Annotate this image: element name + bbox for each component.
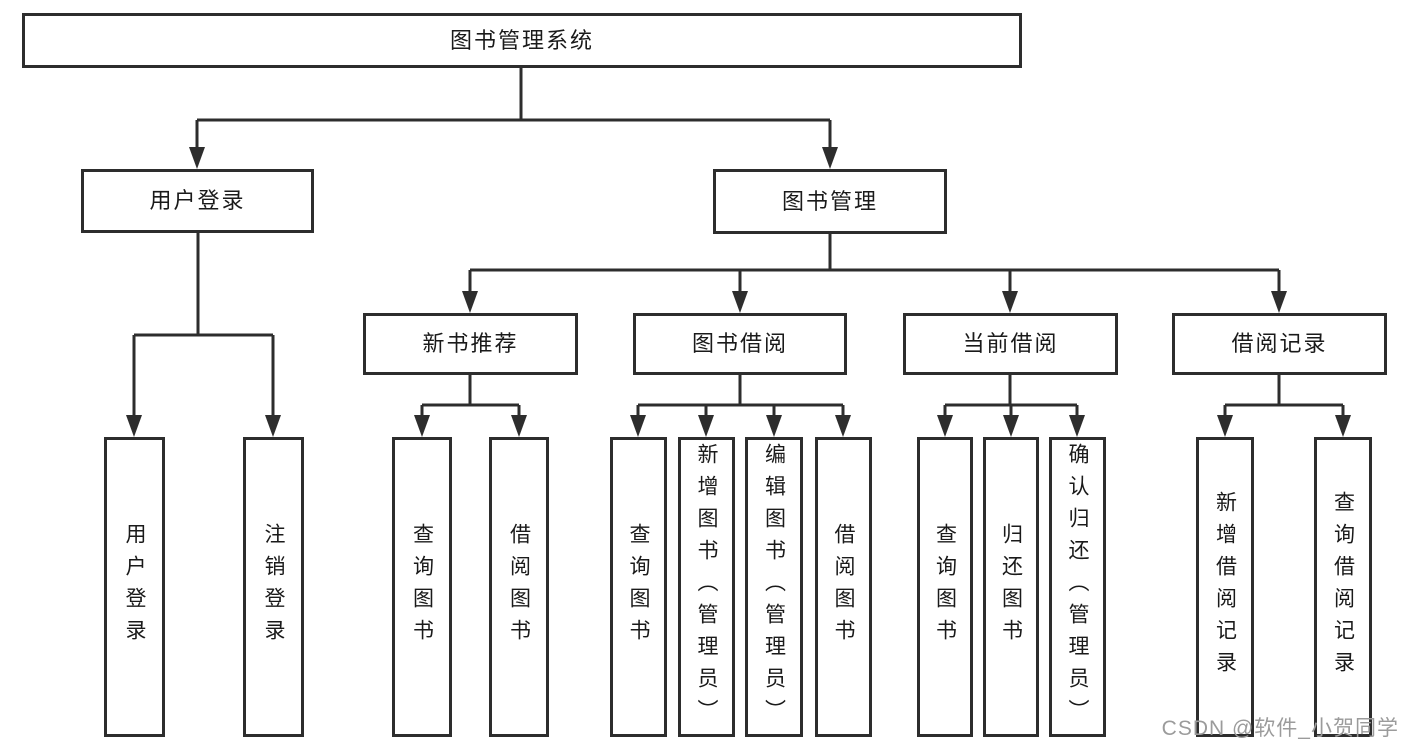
connector-new-book-to-leaves (414, 375, 527, 437)
node-new-book-recommendation-label: 新书推荐 (422, 331, 519, 356)
leaf-return-books: 归还图书 (983, 437, 1039, 737)
leaf-borrow-books-2: 借阅图书 (815, 437, 872, 737)
leaf-confirm-return-admin-label: 确认归还（管理员） (1066, 443, 1089, 731)
leaf-borrow-books-1: 借阅图书 (489, 437, 549, 737)
node-book-management-branch: 图书管理 (713, 169, 947, 234)
leaf-query-borrow-record-label: 查询借阅记录 (1331, 491, 1355, 683)
node-user-login-branch-label: 用户登录 (149, 188, 246, 213)
leaf-query-books-1: 查询图书 (392, 437, 452, 737)
leaf-edit-book-admin-label: 编辑图书（管理员） (762, 443, 786, 731)
connector-user-login-to-leaves (126, 233, 281, 437)
leaf-borrow-books-1-label: 借阅图书 (507, 523, 531, 651)
leaf-add-book-admin-label: 新增图书（管理员） (695, 443, 718, 731)
leaf-query-borrow-record: 查询借阅记录 (1314, 437, 1372, 737)
node-library-system-label: 图书管理系统 (449, 27, 594, 53)
leaf-confirm-return-admin: 确认归还（管理员） (1049, 437, 1106, 737)
leaf-query-books-2: 查询图书 (610, 437, 667, 737)
leaf-borrow-books-2-label: 借阅图书 (832, 523, 855, 651)
node-new-book-recommendation: 新书推荐 (363, 313, 578, 375)
node-book-management-branch-label: 图书管理 (781, 188, 878, 214)
node-borrowing-records-label: 借阅记录 (1231, 331, 1328, 356)
leaf-user-login: 用户登录 (104, 437, 165, 737)
node-book-borrowing-label: 图书借阅 (691, 331, 788, 356)
leaf-logout: 注销登录 (243, 437, 304, 737)
leaf-add-borrow-record: 新增借阅记录 (1196, 437, 1254, 737)
leaf-edit-book-admin: 编辑图书（管理员） (745, 437, 803, 737)
watermark: CSDN @软件_小贺同学 (1161, 717, 1399, 740)
leaf-query-books-3-label: 查询图书 (933, 523, 957, 651)
node-user-login-branch: 用户登录 (81, 169, 314, 233)
connector-current-borrowing-to-leaves (937, 375, 1085, 437)
leaf-query-books-2-label: 查询图书 (627, 523, 650, 651)
leaf-user-login-label: 用户登录 (123, 523, 146, 651)
connector-book-borrowing-to-leaves (630, 375, 851, 437)
node-current-borrowing: 当前借阅 (903, 313, 1118, 375)
node-current-borrowing-label: 当前借阅 (962, 331, 1059, 356)
node-book-borrowing: 图书借阅 (633, 313, 847, 375)
leaf-add-borrow-record-label: 新增借阅记录 (1213, 491, 1237, 683)
leaf-logout-label: 注销登录 (262, 523, 285, 651)
leaf-add-book-admin: 新增图书（管理员） (678, 437, 735, 737)
connector-book-mgmt-to-level3 (462, 234, 1287, 313)
node-library-system: 图书管理系统 (22, 13, 1022, 68)
connector-borrow-records-to-leaves (1217, 375, 1351, 437)
leaf-return-books-label: 归还图书 (999, 523, 1023, 651)
leaf-query-books-3: 查询图书 (917, 437, 973, 737)
leaf-query-books-1-label: 查询图书 (410, 523, 434, 651)
connector-root-to-level2 (189, 68, 838, 169)
node-borrowing-records: 借阅记录 (1172, 313, 1387, 375)
